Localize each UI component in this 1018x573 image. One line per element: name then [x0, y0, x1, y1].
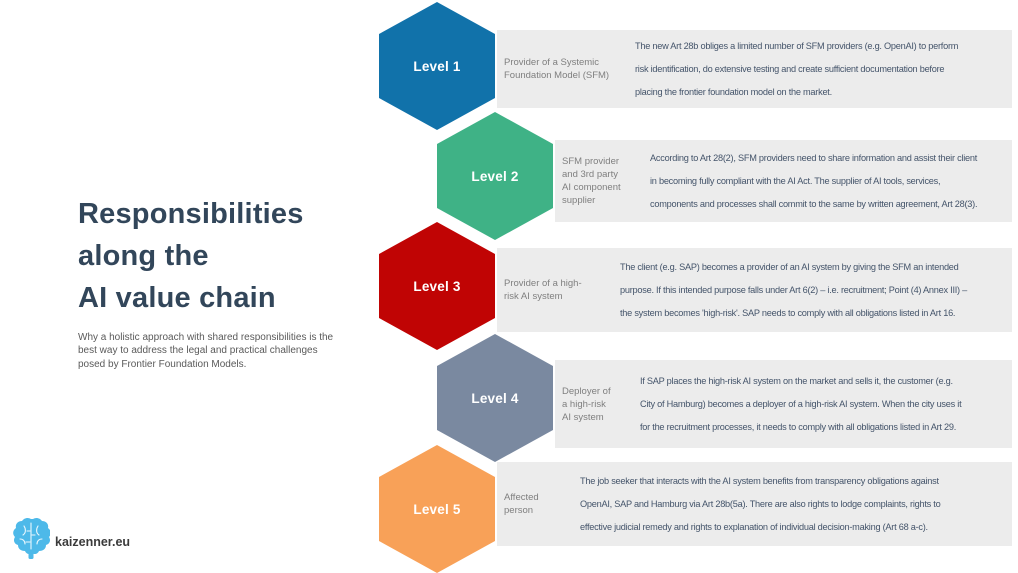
level-2-description: According to Art 28(2), SFM providers ne… [650, 152, 978, 209]
logo-text: kaizenner.eu [55, 534, 131, 549]
level-1-label: Level 1 [413, 58, 461, 74]
level-5-description: The job seeker that interacts with the A… [580, 475, 941, 532]
level-1-role-label: Provider of a Systemic Foundation Model … [504, 57, 610, 81]
title-line-2: along the [78, 240, 209, 272]
level-5-role-label: Affected person [504, 492, 539, 516]
level-5-info-panel: Affected person The job seeker that inte… [497, 462, 1012, 546]
level-3-role-label: Provider of a high- risk AI system [504, 278, 582, 302]
level-3-hexagon: Level 3 [379, 222, 495, 350]
level-2-hexagon: Level 2 [437, 112, 553, 240]
level-3-label: Level 3 [413, 278, 461, 294]
level-2-label: Level 2 [471, 168, 519, 184]
level-4-label: Level 4 [471, 390, 519, 406]
title-line-3: AI value chain [78, 282, 276, 314]
level-5-hexagon: Level 5 [379, 445, 495, 573]
slide-subtitle: Why a holistic approach with shared resp… [78, 332, 334, 370]
logo: kaizenner.eu [12, 517, 130, 566]
level-3-description: The client (e.g. SAP) becomes a provider… [620, 261, 968, 318]
level-2-role-label: SFM provider and 3rd party AI component … [562, 156, 621, 206]
level-4-role-label: Deployer of a high-risk AI system [562, 385, 611, 423]
level-5-label: Level 5 [413, 501, 461, 517]
level-1-info-panel: Provider of a Systemic Foundation Model … [497, 30, 1012, 108]
level-4-hexagon: Level 4 [437, 334, 553, 462]
title-line-1: Responsibilities [78, 198, 304, 230]
slide-title: Responsibilities along the AI value chai… [78, 193, 304, 319]
level-1-hexagon: Level 1 [379, 2, 495, 130]
level-4-info-panel: Deployer of a high-risk AI system If SAP… [555, 360, 1012, 448]
level-2-info-panel: SFM provider and 3rd party AI component … [555, 140, 1012, 222]
level-4-description: If SAP places the high-risk AI system on… [640, 375, 962, 432]
level-3-info-panel: Provider of a high- risk AI system The c… [497, 248, 1012, 332]
brain-circuit-icon [12, 517, 51, 566]
level-1-description: The new Art 28b obliges a limited number… [635, 40, 959, 97]
